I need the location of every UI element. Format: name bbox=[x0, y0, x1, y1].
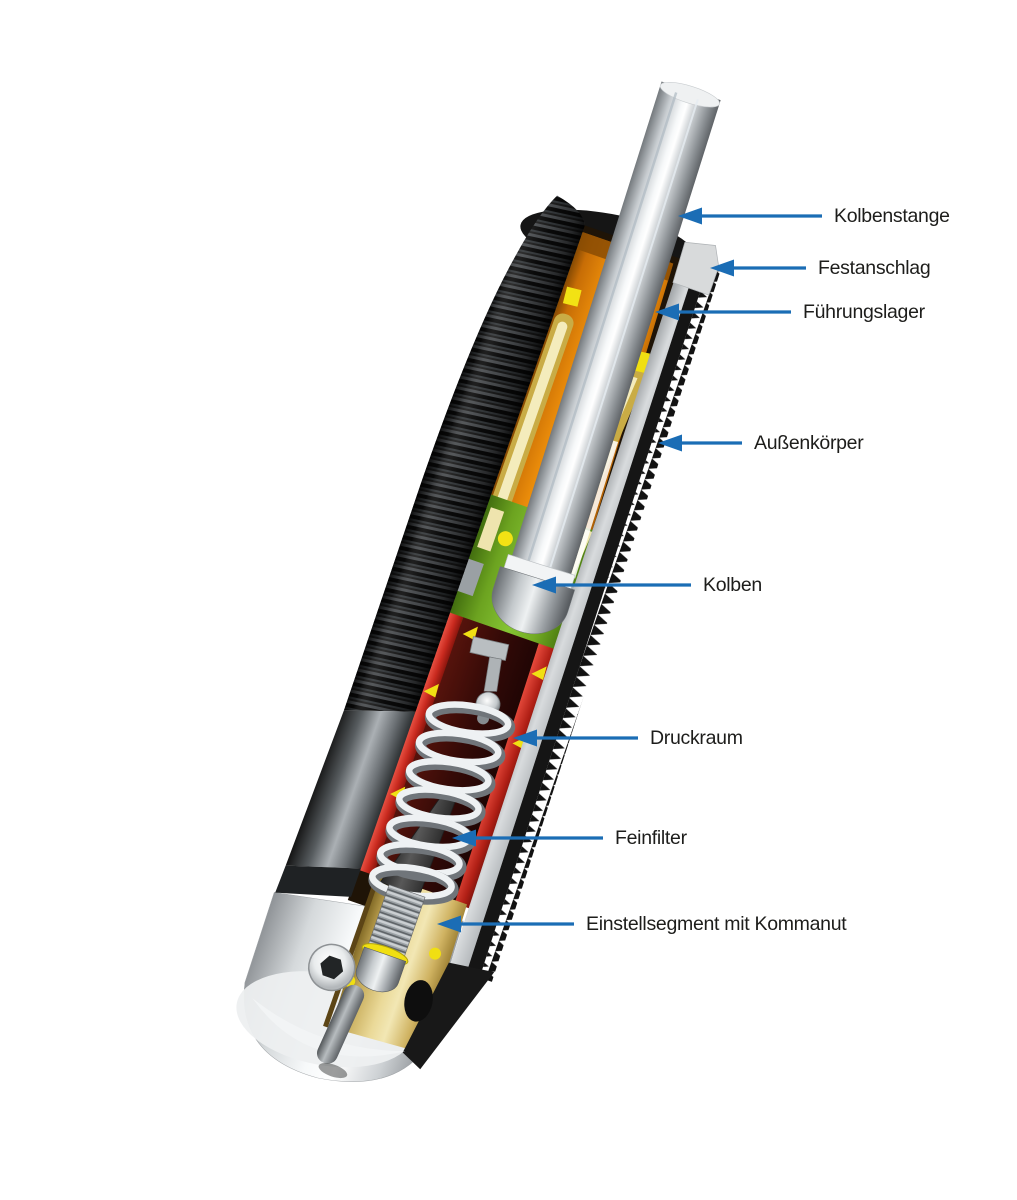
valve-arm bbox=[483, 656, 502, 692]
part-label-festanschlag: Festanschlag bbox=[818, 257, 931, 279]
pressure-chamber-wall-left bbox=[358, 611, 464, 876]
part-label-einstellsegment: Einstellsegment mit Kommanut bbox=[586, 913, 847, 935]
part-label-kolbenstange: Kolbenstange bbox=[834, 205, 950, 227]
arrow-festanschlag bbox=[710, 259, 806, 277]
rod-side-gap-highlight bbox=[570, 440, 619, 579]
membrane-tab-pale-left bbox=[477, 507, 505, 552]
piston-dome bbox=[491, 566, 575, 634]
pressure-chamber-wall-right bbox=[454, 643, 556, 910]
seal-sleeve-left-inner bbox=[494, 321, 568, 513]
seal-dot-brass-right bbox=[429, 947, 442, 960]
piston-rod-top bbox=[659, 82, 720, 108]
dowel-pin bbox=[316, 984, 365, 1064]
rod-reflection-light bbox=[548, 98, 699, 569]
outer-smooth-surface bbox=[285, 710, 416, 869]
lower-body-shadow-wedge bbox=[402, 962, 495, 1070]
arrow-einstellsegment bbox=[437, 915, 574, 933]
arrow-kolben bbox=[532, 576, 691, 594]
flow-mark-2 bbox=[423, 683, 439, 698]
flow-mark-3 bbox=[531, 666, 547, 680]
fixed-stop-collar bbox=[672, 241, 720, 296]
rod-reflection-dark bbox=[527, 92, 678, 563]
outer-dark-ring bbox=[275, 865, 361, 897]
rubber-element bbox=[404, 980, 433, 1022]
valve-bracket bbox=[469, 636, 510, 661]
membrane-tab-gray-left bbox=[455, 558, 484, 597]
part-label-druckraum: Druckraum bbox=[650, 727, 743, 749]
adjuster-bolt-head bbox=[355, 946, 407, 993]
part-label-feinfilter: Feinfilter bbox=[615, 827, 687, 849]
thread-cross-section-black bbox=[466, 263, 708, 978]
dowel-pin-shadow bbox=[318, 1063, 348, 1079]
part-label-kolben: Kolben bbox=[703, 574, 762, 596]
thread-serration-teeth bbox=[479, 267, 721, 982]
arrow-aussenkoerper bbox=[658, 434, 742, 452]
piston-rod-group bbox=[491, 81, 721, 634]
arrow-kolbenstange bbox=[678, 207, 822, 225]
arrow-druckraum bbox=[513, 729, 638, 747]
part-label-fuehrungslager: Führungslager bbox=[803, 301, 925, 323]
outer-thread-shading bbox=[344, 195, 585, 712]
arrow-fuehrungslager bbox=[655, 303, 791, 321]
callout-arrows bbox=[437, 207, 822, 933]
seal-dot-green-left bbox=[497, 531, 513, 547]
part-label-aussenkoerper: Außenkörper bbox=[754, 432, 864, 454]
cut-face-silver-band bbox=[449, 258, 697, 974]
return-spring bbox=[368, 701, 516, 905]
hex-socket bbox=[320, 955, 344, 980]
seal-yellow-top-left bbox=[562, 286, 582, 307]
arrow-feinfilter bbox=[452, 829, 603, 847]
